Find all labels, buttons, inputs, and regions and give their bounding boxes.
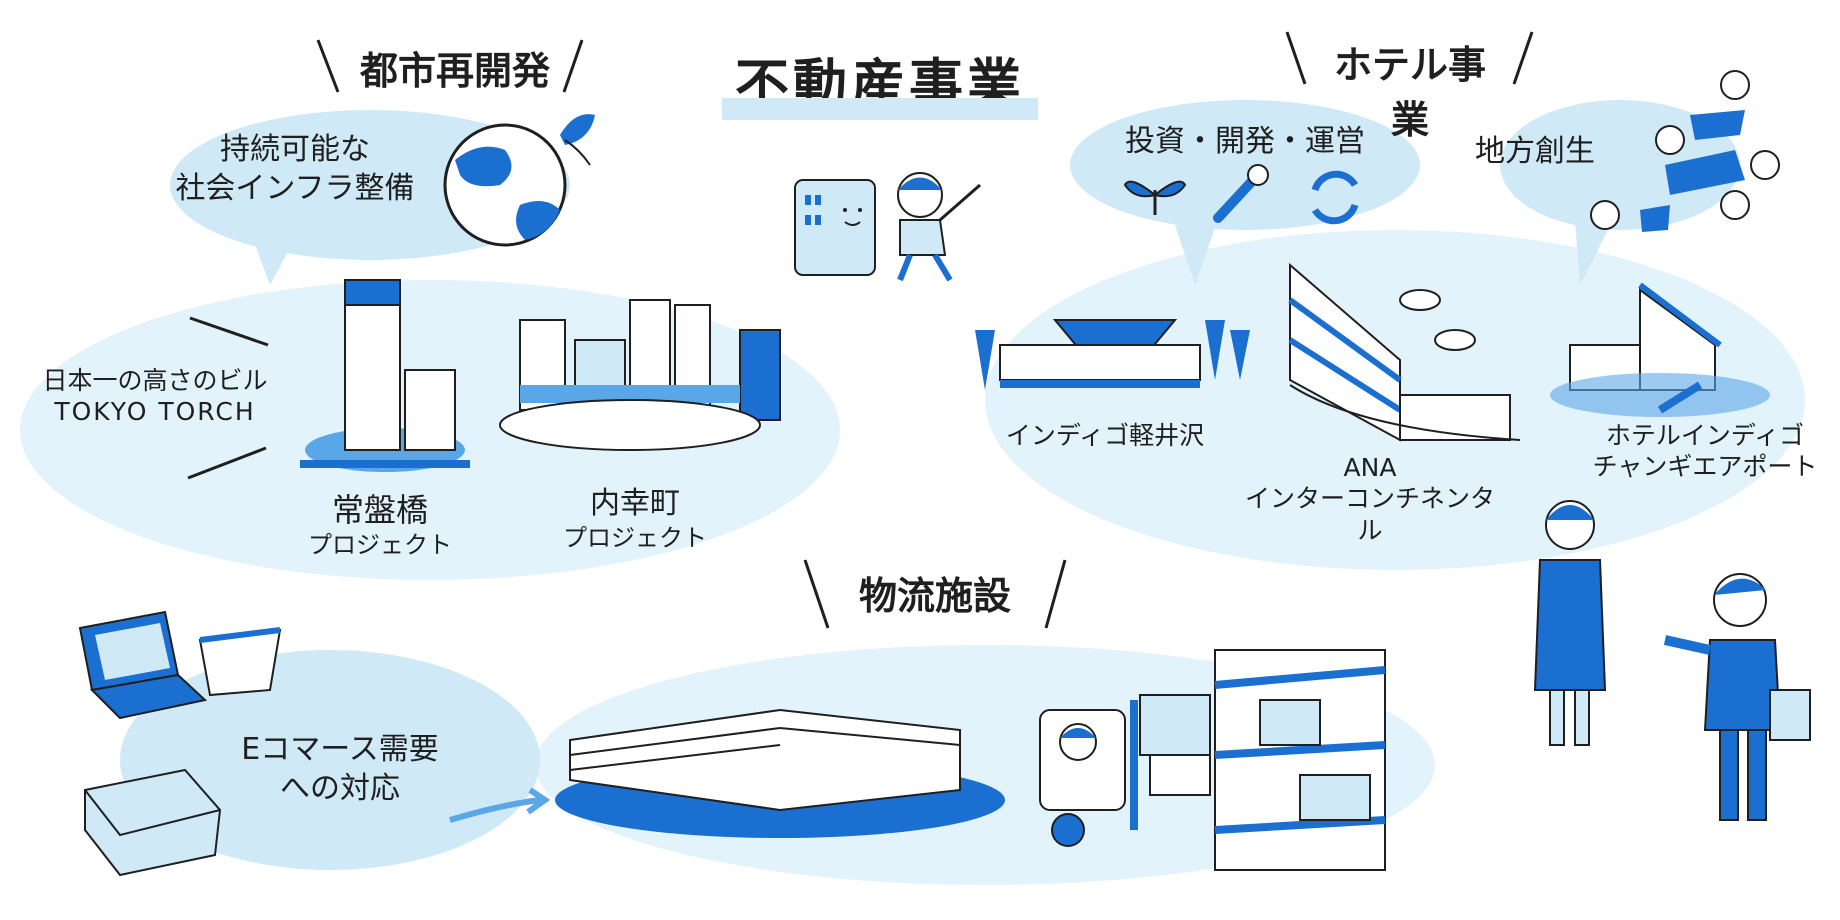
- tokiwabashi-label: 常盤橋 プロジェクト: [308, 491, 452, 559]
- hotel-staff-woman: [1533, 500, 1607, 746]
- forklift-icon: [1039, 694, 1211, 847]
- wrench-icon: [1213, 164, 1269, 223]
- hotel-staff-man: [1663, 573, 1811, 821]
- ecommerce-bubble-text: Eコマース需要 への対応: [241, 732, 439, 806]
- ana-intercontinental-building: [1288, 262, 1521, 442]
- indigo-changi-building: [1550, 282, 1770, 417]
- warehouse-icon: [555, 708, 1005, 838]
- hotel-heading: ホテル事業: [1333, 43, 1486, 142]
- speech-bubble-icon: [1590, 70, 1780, 232]
- indigo-karuizawa-building: [975, 319, 1250, 390]
- ecommerce-bubble-blob: [120, 650, 540, 870]
- building-mascot-icon: [794, 179, 876, 276]
- title-underline: [722, 98, 1038, 120]
- logistics-heading: 物流施設: [858, 574, 1011, 618]
- shelving-icon: [1214, 649, 1386, 871]
- uchisaiwaicho-label: 内幸町 プロジェクト: [563, 486, 707, 552]
- uchisaiwaicho-buildings: [499, 299, 781, 451]
- box-icon: [84, 768, 222, 877]
- urban-heading: 都市再開発: [359, 49, 550, 93]
- globe-icon: [443, 114, 595, 247]
- sustainable-bubble-text: 持続可能な 社会インフラ整備: [175, 132, 415, 206]
- tokyo-torch-building: [300, 279, 470, 472]
- basket-icon: [198, 627, 282, 697]
- laptop-icon: [78, 610, 208, 720]
- cycle-icon: [1311, 170, 1359, 225]
- arrow-right-icon: [449, 797, 541, 823]
- tokyo-torch-label: 日本一の高さのビル TOKYO TORCH: [42, 366, 268, 427]
- regional-bubble-text: 地方創生: [1475, 134, 1595, 169]
- ana-intercontinental-label: ANA インターコンチネンタル: [1244, 453, 1495, 545]
- indigo-changi-label: ホテルインディゴ チャンギエアポート: [1592, 421, 1818, 482]
- invest-bubble-blob: [1070, 100, 1420, 230]
- sprout-icon: [1123, 180, 1187, 215]
- person-cheering-icon: [897, 172, 981, 282]
- invest-bubble-text: 投資・開発・運営: [1125, 124, 1365, 159]
- indigo-karuizawa-label: インディゴ軽井沢: [1005, 421, 1205, 450]
